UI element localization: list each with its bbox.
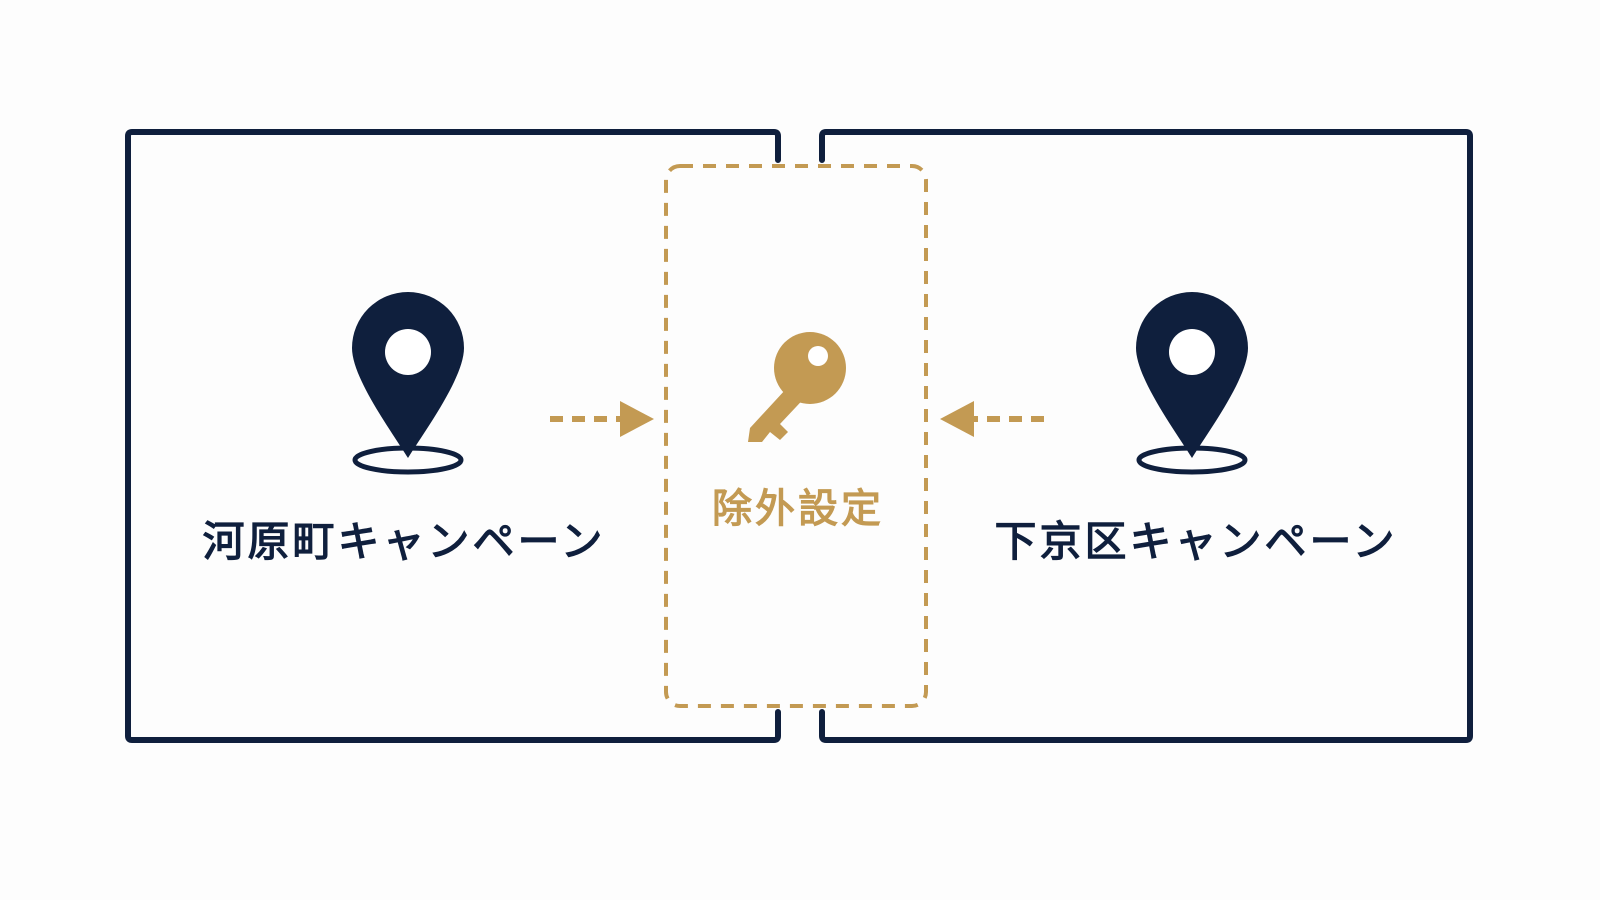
right-to-exclusion-arrow xyxy=(940,401,1044,437)
left-campaign-label: 河原町キャンペーン xyxy=(202,517,606,566)
left-to-exclusion-arrow xyxy=(550,401,654,437)
exclusion-zone-frame xyxy=(664,164,928,708)
right-location-pin-icon xyxy=(1136,292,1248,475)
exclusion-label: 除外設定 xyxy=(712,486,884,532)
key-icon xyxy=(748,332,846,442)
right-campaign-label: 下京区キャンペーン xyxy=(994,517,1398,566)
right-campaign-frame xyxy=(819,129,1473,743)
left-campaign-frame xyxy=(125,129,781,743)
left-location-pin-icon xyxy=(352,292,464,475)
